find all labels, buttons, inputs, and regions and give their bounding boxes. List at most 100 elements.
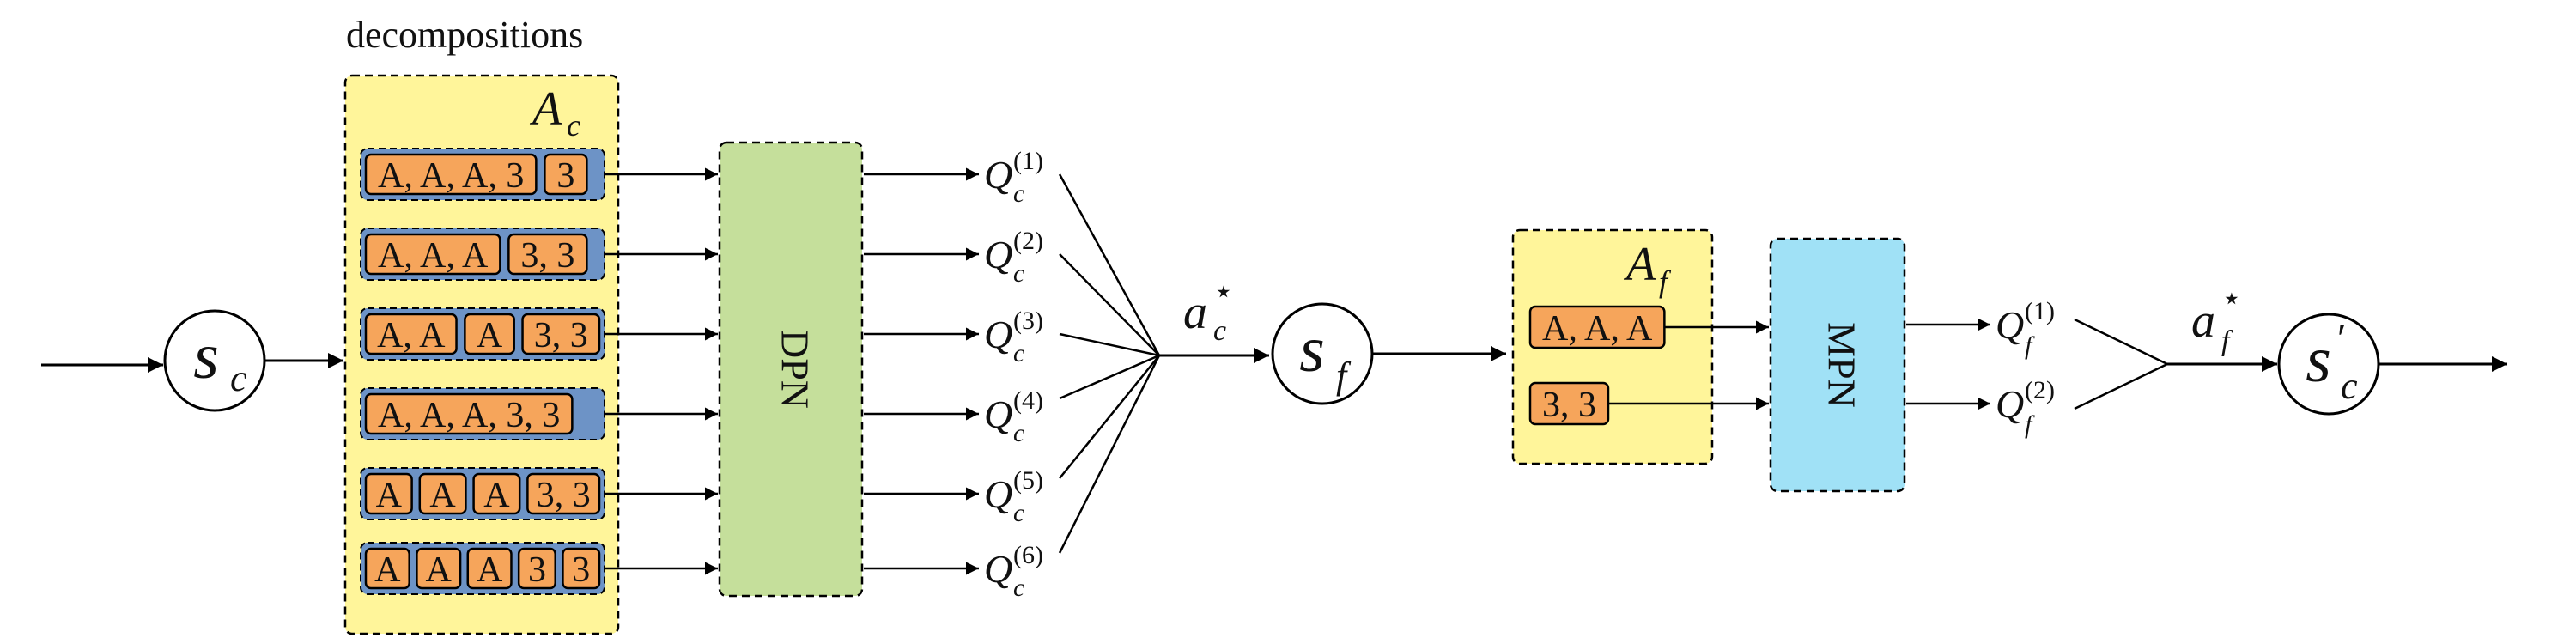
ac-star-main: a [1183,286,1207,339]
action-chip-label: 3 [528,550,546,590]
decomposition-row: A, A, A, 3, 3 [360,387,718,440]
q-sup: (3) [1013,307,1043,335]
qf-sub: f [2025,410,2035,439]
action-chip-label: 3 [572,550,590,590]
fine-chips: A, A, A 3, 3 [1528,305,1769,426]
state-sf-main: s [1299,313,1325,386]
action-chip [544,153,588,196]
action-chip-label: A [477,316,503,355]
q-sup: (5) [1013,466,1043,495]
decompositions-title: decompositions [346,14,583,56]
q-sup: (6) [1013,541,1043,569]
qf-sub: f [2025,331,2035,360]
action-chip-label: 3, 3 [534,316,588,355]
action-chip [521,313,601,355]
action-chip [562,547,601,590]
action-chip-label: A [429,476,456,515]
fine-action-row: A, A, A [1528,305,1769,349]
fine-action-chip-label: A, A, A [1542,309,1653,349]
mpn-box[interactable] [1769,237,1906,493]
action-chip-label: A, A, A, 3, 3 [378,396,560,435]
q-sup: (4) [1013,386,1043,415]
q-main: Q [984,472,1012,516]
q-main: Q [984,392,1012,436]
qf-sup: (1) [2025,297,2055,325]
decomposition-row: A, A A 3, 3 [360,307,718,361]
state-sc-node: s c [163,309,266,412]
action-chip [526,472,601,515]
ac-star-label: a c ⋆ [1183,274,1234,347]
decomposition-row: A, A, A, 3 3 [360,148,718,201]
q-sub: c [1013,259,1024,288]
dpn-box[interactable] [718,141,864,598]
action-chip-label: 3, 3 [537,476,591,515]
af-label-main: A [1623,238,1656,291]
qf-to-join-line [2074,362,2168,410]
state-scp-main: s [2306,324,2331,396]
af-star-sup: ⋆ [2221,281,2242,317]
q-to-join-line [1058,173,1161,356]
ac-label: A c [529,82,580,143]
action-chip-label: A [426,550,453,590]
fine-action-chip-label: 3, 3 [1542,386,1596,425]
q-to-join-line [1059,355,1160,479]
action-chip-label: A, A [377,316,446,355]
state-scp-prime: ′ [2337,316,2347,361]
q-sup: (1) [1013,147,1043,175]
q-to-join-line [1059,354,1160,400]
action-chip-label: A [483,476,510,515]
ac-star-sup: ⋆ [1213,274,1234,310]
q-sub: c [1013,179,1024,208]
action-chip [364,153,538,196]
action-chip [364,547,410,590]
q-main: Q [984,313,1012,356]
action-chip [416,547,462,590]
q-sub: c [1013,499,1024,527]
dpn-label: DPN [773,330,817,409]
qf-to-join-line [2074,318,2168,366]
action-chip [364,472,413,515]
action-chip [464,313,515,355]
state-sc-sub: c [230,357,247,399]
state-scp-sub: c [2341,365,2358,407]
action-chip-label: A [477,550,503,590]
af-star-main: a [2191,295,2215,348]
action-chip [364,233,501,276]
action-chip-label: A, A, A, 3 [378,156,524,196]
action-chip-label: 3 [556,156,574,196]
q-main: Q [984,547,1012,591]
q-sub: c [1013,419,1024,447]
q-sup: (2) [1013,227,1043,255]
q-main: Q [984,233,1012,276]
qf-main: Q [1996,303,2024,347]
q-to-join-line [1058,355,1161,554]
state-sc-main: s [193,320,219,392]
fine-action-row: 3, 3 [1528,381,1769,426]
qf-sup: (2) [2025,376,2055,404]
action-chip-label: A, A, A [378,236,489,276]
action-chip [418,472,467,515]
action-chip [517,547,556,590]
state-sc-prime-node: s c ′ [2277,313,2380,416]
q-to-join-line [1059,332,1160,357]
mpn-label: MPN [1820,322,1863,408]
af-star-label: a f ⋆ [2191,281,2242,357]
q-sub: c [1013,339,1024,368]
action-chip [364,392,574,435]
ac-label-main: A [529,82,562,136]
action-chip-label: A [376,476,403,515]
action-chip-label: A [374,550,401,590]
